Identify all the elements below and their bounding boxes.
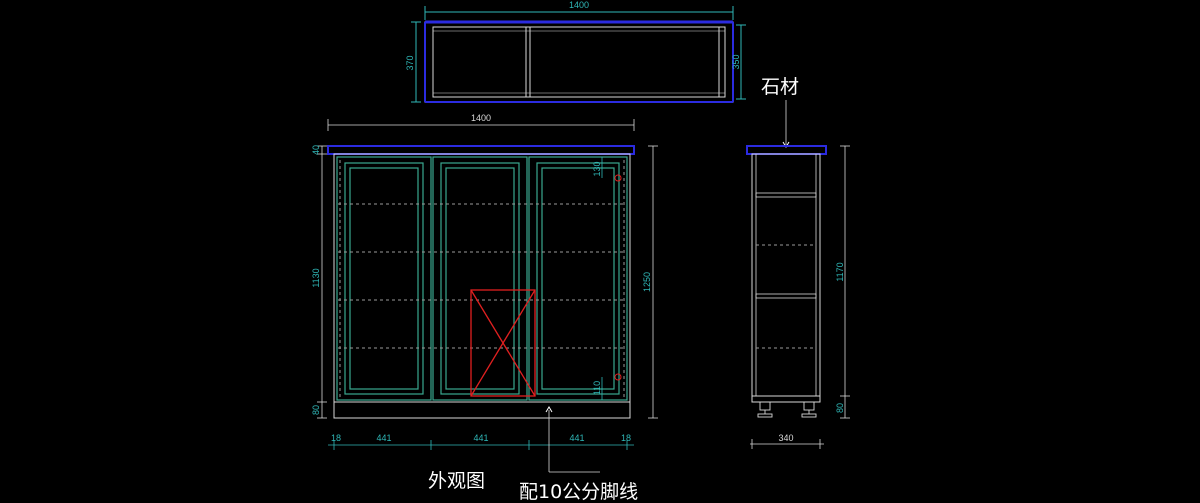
hinge-top-dim: 130 <box>592 161 602 176</box>
front-view: 1400 <box>311 113 658 503</box>
hinge-bottom <box>614 373 622 381</box>
front-body-height-dim: 1130 <box>311 268 321 287</box>
top-width-dim: 1400 <box>569 0 589 10</box>
front-width-dim: 1400 <box>471 113 491 123</box>
side-depth-dim: 340 <box>778 433 793 443</box>
door-right <box>528 156 628 401</box>
door-middle <box>432 156 528 401</box>
side-view: 石材 1170 <box>746 76 850 449</box>
bottom-dim-3: 441 <box>473 433 488 443</box>
side-stone-top <box>746 145 827 155</box>
door-left <box>336 156 432 401</box>
bottom-dim-5: 18 <box>621 433 631 443</box>
top-depth-right-dim: 350 <box>731 54 741 69</box>
side-body <box>751 153 821 397</box>
plinth <box>333 401 631 419</box>
front-view-title: 外观图 <box>428 470 485 492</box>
hinge-bottom-dim: 110 <box>592 381 602 395</box>
top-view: 1400 370 350 <box>405 0 746 103</box>
plinth-leader <box>545 406 600 473</box>
red-cross-marker <box>470 289 536 397</box>
plinth-note: 配10公分脚线 <box>519 481 638 503</box>
cabinet-carcass <box>333 153 631 403</box>
bottom-dim-1: 18 <box>331 433 341 443</box>
front-plinth-dim: 80 <box>311 405 321 415</box>
hinge-top <box>614 174 622 182</box>
bottom-dim-2: 441 <box>376 433 391 443</box>
side-height-dim: 1170 <box>835 262 845 281</box>
bottom-dim-4: 441 <box>569 433 584 443</box>
side-foot-dim: 80 <box>835 403 845 413</box>
front-total-height-dim: 1250 <box>642 272 652 292</box>
stone-top-slab <box>327 145 635 155</box>
front-top-dim: 40 <box>311 145 321 155</box>
adjustable-feet <box>757 401 817 418</box>
shelf-lines <box>338 160 626 398</box>
material-label: 石材 <box>761 76 799 98</box>
top-depth-left-dim: 370 <box>405 55 415 70</box>
